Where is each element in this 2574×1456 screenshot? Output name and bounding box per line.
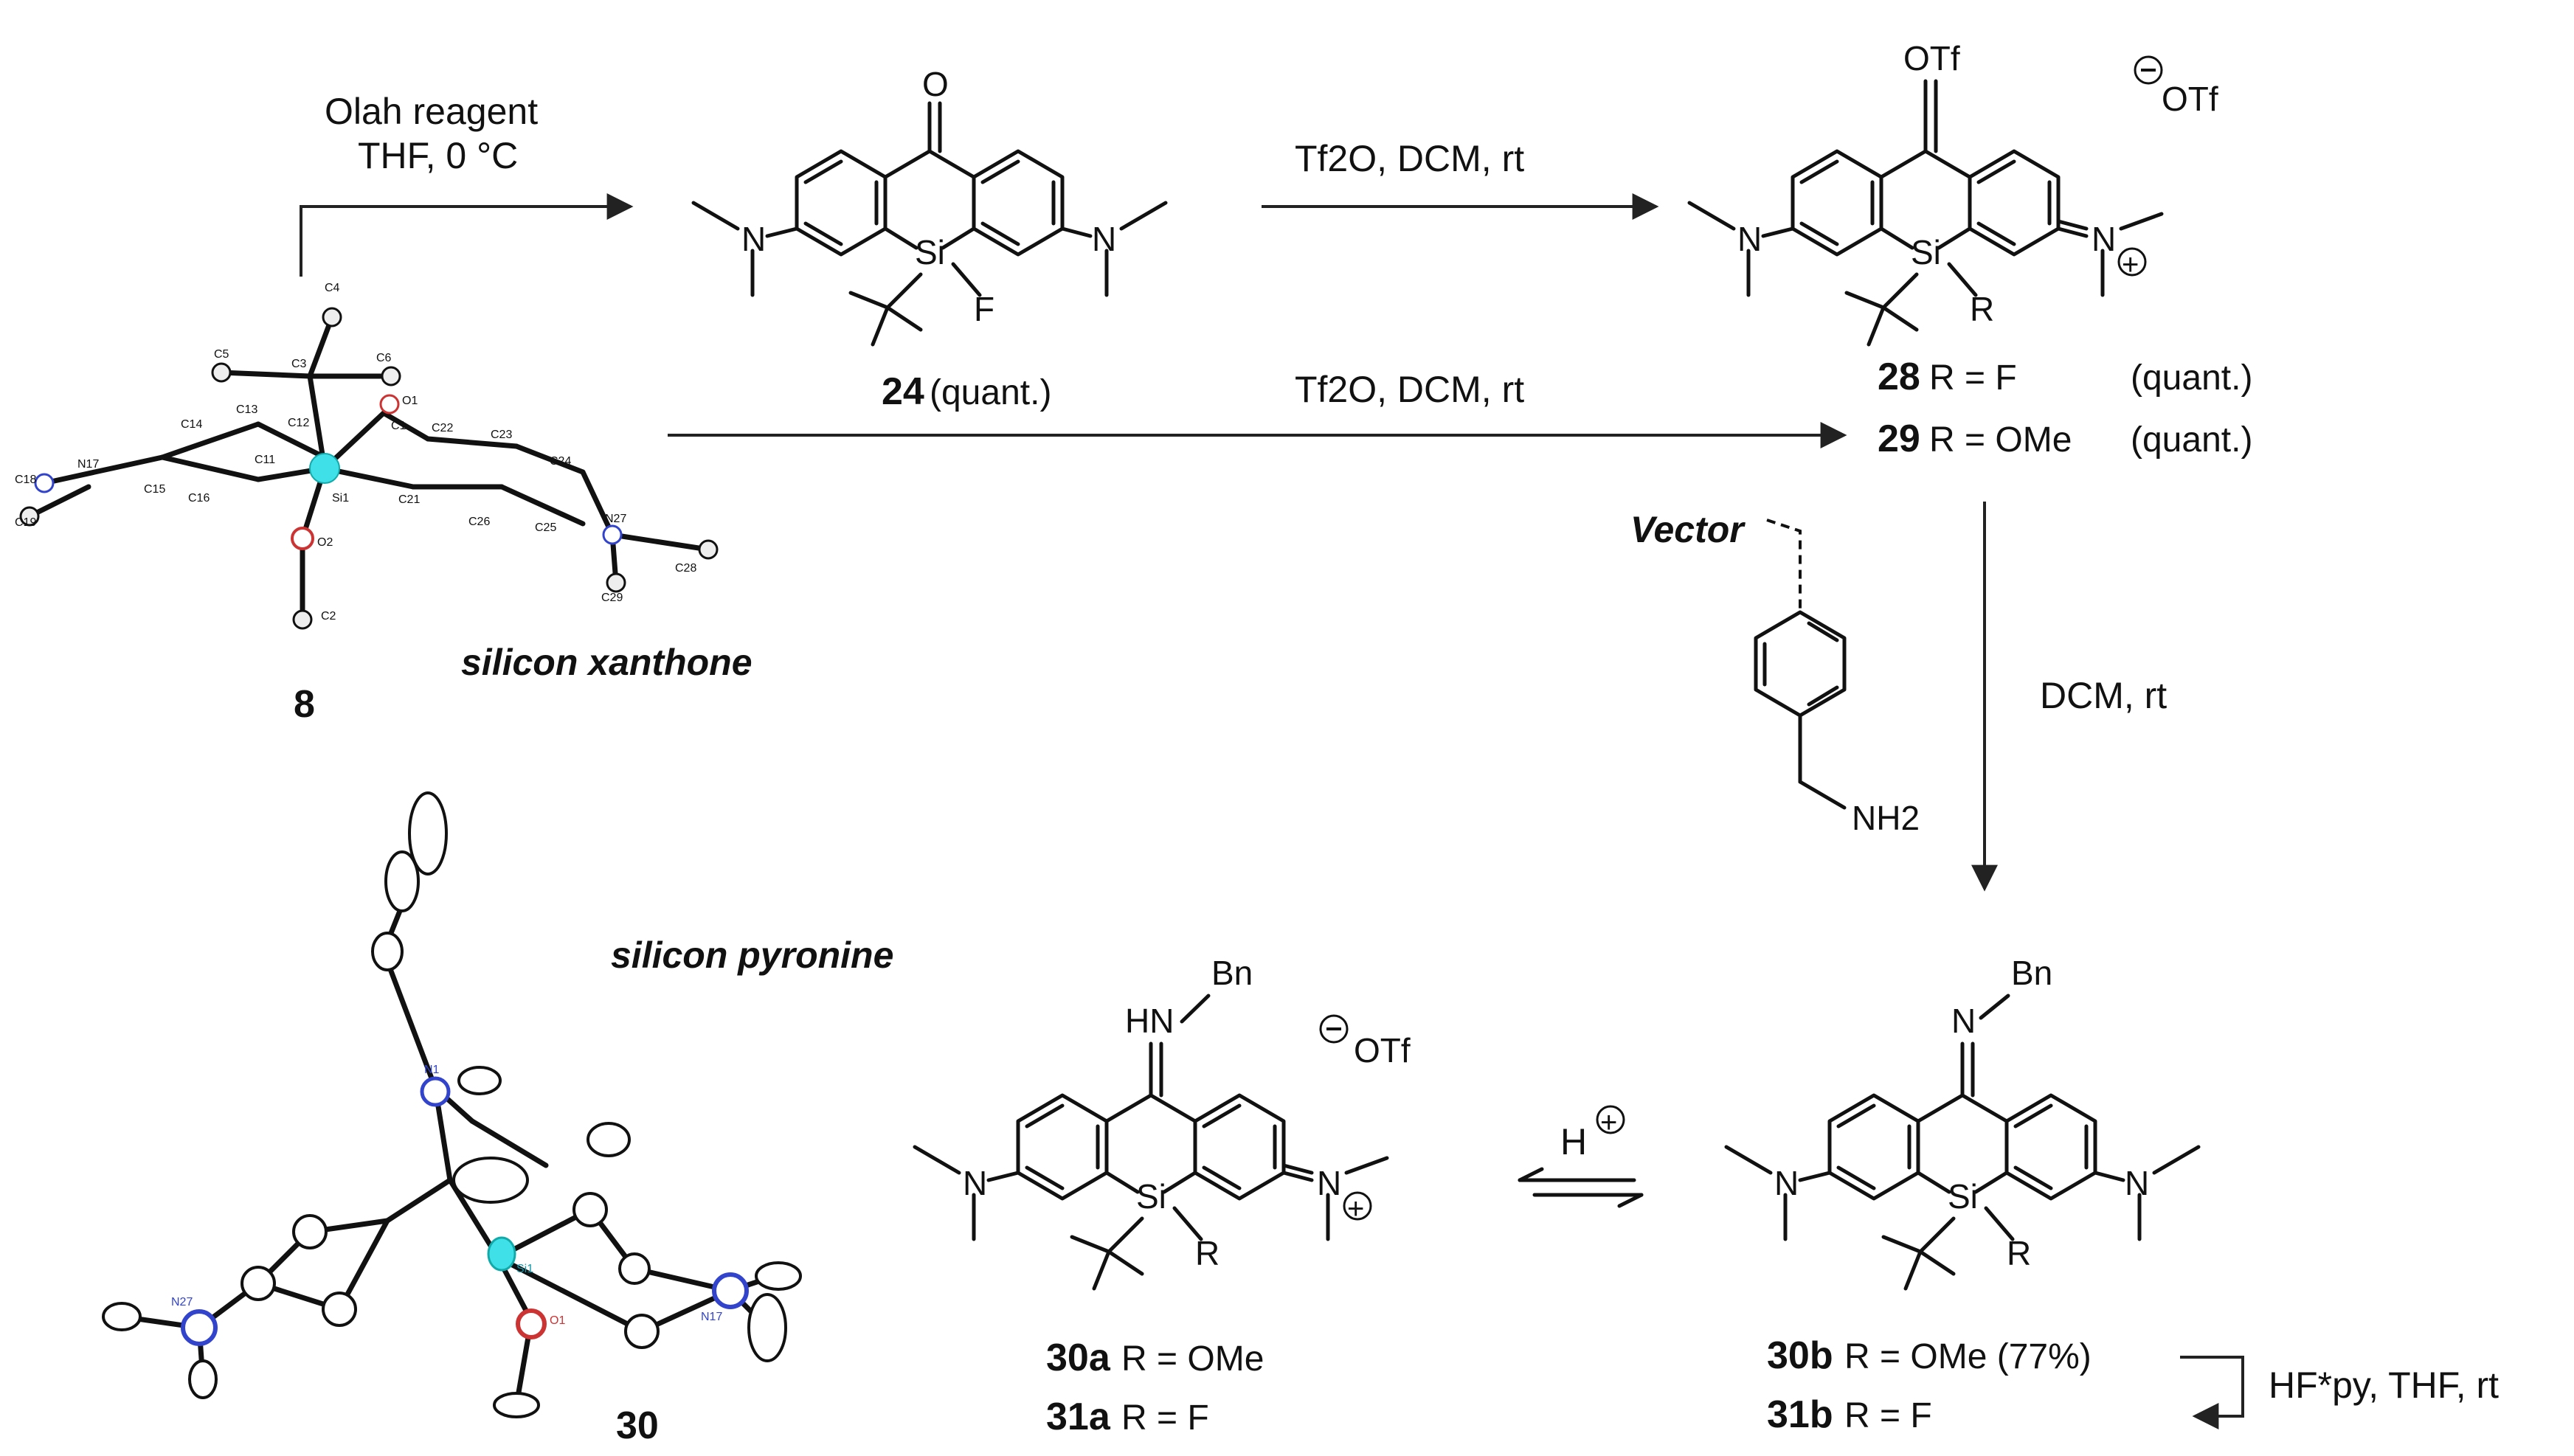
svg-text:R: R [1195,1234,1219,1272]
atom-label: O1 [402,395,418,407]
svg-text:N1: N1 [424,1064,440,1076]
reagent-dcm: DCM, rt [2040,675,2167,716]
atom-label: C25 [535,521,556,534]
atom-label: C14 [181,418,202,431]
compound-number-31a: 31a [1046,1396,1111,1438]
svg-text:N17: N17 [701,1311,722,1323]
atom-label: C12 [288,417,309,429]
svg-text:HN: HN [1125,1002,1174,1040]
benzylamine-structure: NH2 [1754,519,1920,837]
compound-number-30b: 30b [1767,1334,1833,1377]
svg-text:O1: O1 [550,1314,565,1327]
r-group-31a: R = F [1121,1398,1209,1438]
atom-label: C3 [291,358,307,370]
svg-text:Si: Si [1136,1177,1166,1216]
svg-text:OTf: OTf [1903,39,1960,77]
svg-text:OTf: OTf [1354,1031,1411,1070]
structure-30a-31a: HN Bn Si R N N + [913,954,1389,1289]
svg-text:H: H [1560,1121,1587,1162]
structure-24: O Si F N N [691,65,1168,344]
compound-number-24: 24 [882,370,924,413]
atom-label: C11 [255,454,275,466]
structure-28-29: OTf Si R N N + [1687,39,2164,344]
arrow-8-to-24 [300,193,634,277]
label-silicon-pyronine: silicon pyronine [611,935,893,976]
atom-label: C19 [15,516,36,529]
r-group-31b: R = F [1844,1396,1932,1435]
compound-number-28: 28 [1878,356,1920,398]
atom-label: O2 [317,536,333,549]
atom-label: C21 [398,493,420,506]
reagent-olah: Olah reagent [325,91,538,132]
atom-label: N27 [605,513,626,525]
atom-label: C2 [321,610,336,623]
equilibrium-arrows: H + [1518,1105,1644,1208]
atom-label: C16 [188,492,210,505]
reagent-hfpy: HF*py, THF, rt [2269,1365,2499,1406]
svg-text:R: R [1970,290,1994,328]
svg-text:+: + [1347,1193,1364,1225]
atom-label: C6 [376,352,392,364]
r-group-30a: R = OMe [1121,1339,1264,1379]
atom-label: C1 [391,420,406,432]
svg-text:Si1: Si1 [516,1263,533,1275]
r-group-28: R = F [1929,358,2017,398]
atom-label: Si1 [332,492,349,505]
svg-text:Bn: Bn [1211,954,1253,992]
svg-text:N: N [1092,220,1116,258]
reagent-tf2o-b: Tf2O, DCM, rt [1295,369,1524,410]
svg-text:F: F [974,290,994,328]
svg-text:+: + [1600,1106,1617,1139]
svg-text:Si: Si [1911,233,1941,271]
atom-label: C24 [550,455,571,468]
svg-text:O: O [922,65,949,103]
atom-label: C29 [601,592,623,604]
svg-text:Si: Si [915,233,945,271]
crystal-structure-30: N1 Si1 N27 N17 O1 [102,791,802,1418]
crystal-structure-8: C4 C5 C3 C6 O1 C13 C12 C1 C22 C23 C14 C2… [15,282,719,630]
atom-label: N17 [77,458,99,471]
atom-label: C15 [144,483,165,496]
compound-number-8: 8 [294,683,315,726]
compound-number-30: 30 [616,1404,659,1447]
atom-label: C28 [675,562,696,575]
compound-number-30a: 30a [1046,1337,1111,1379]
svg-text:Si: Si [1948,1177,1978,1216]
compound-number-29: 29 [1878,417,1920,460]
reagent-thf: THF, 0 °C [358,135,518,176]
svg-text:N: N [2125,1164,2149,1202]
svg-text:NH2: NH2 [1852,799,1920,837]
atom-label: C22 [432,422,453,434]
svg-text:N: N [1951,1002,1976,1040]
atom-label: C5 [214,348,229,361]
yield-29: (quant.) [2131,420,2252,460]
svg-text:Bn: Bn [2011,954,2052,992]
label-vector: Vector [1630,509,1746,550]
svg-text:+: + [2122,249,2139,281]
reagent-tf2o-a: Tf2O, DCM, rt [1295,138,1524,179]
compound-number-31b: 31b [1767,1393,1833,1436]
label-silicon-xanthone: silicon xanthone [461,642,753,683]
atom-label: C13 [236,403,257,416]
atom-label: C26 [468,516,490,528]
triflate-counterion-30a: OTf [1319,1014,1411,1070]
structure-30b-31b: N Bn Si R N N [1724,954,2201,1289]
atom-label: C4 [325,282,340,294]
atom-label: C18 [15,474,36,486]
yield-24: (quant.) [930,373,1051,412]
r-group-30b: R = OMe (77%) [1844,1337,2092,1376]
svg-text:N27: N27 [171,1296,193,1308]
triflate-counterion-28: OTf [2134,55,2218,118]
r-group-29: R = OMe [1929,420,2072,460]
svg-text:R: R [2007,1234,2031,1272]
arrow-30b-to-31b [2180,1356,2244,1429]
yield-28: (quant.) [2131,358,2252,398]
atom-label: C23 [491,429,512,441]
svg-text:OTf: OTf [2162,80,2218,118]
